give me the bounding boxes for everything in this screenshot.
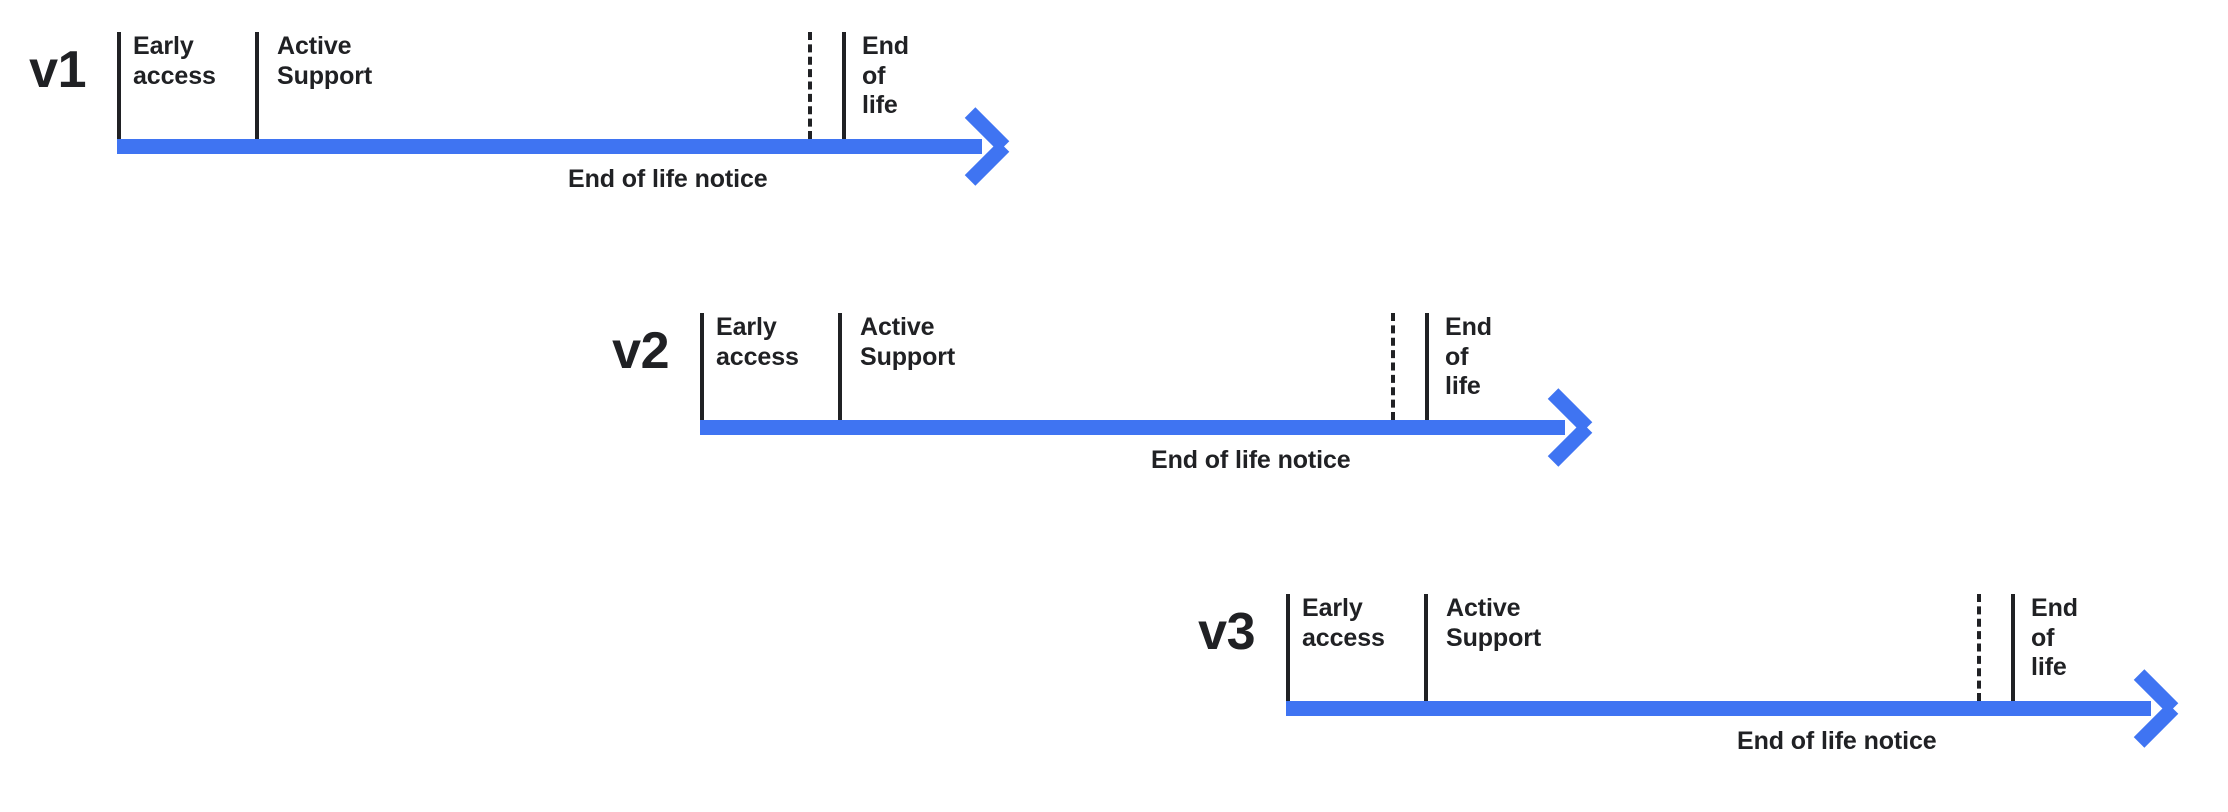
end-of-life-notice-label: End of life notice bbox=[1151, 446, 1351, 474]
phase-label-early-access: Early access bbox=[133, 32, 216, 90]
phase-label-end-of-life: End of life bbox=[2031, 594, 2078, 681]
tick-early-access-start bbox=[1286, 594, 1290, 701]
arrow-barb-down bbox=[964, 107, 1010, 152]
version-label-v1: v1 bbox=[29, 41, 86, 99]
tick-end-of-life-notice-start bbox=[1977, 594, 1981, 701]
tick-end-of-life-start bbox=[842, 32, 846, 139]
tick-end-of-life-start bbox=[1425, 313, 1429, 420]
timeline-arrow-head-icon bbox=[1543, 388, 1593, 467]
phase-label-early-access: Early access bbox=[716, 313, 799, 371]
version-label-v3: v3 bbox=[1198, 603, 1255, 661]
timeline-arrow-head-icon bbox=[2129, 669, 2179, 748]
tick-early-access-start bbox=[700, 313, 704, 420]
arrow-barb-down bbox=[2133, 669, 2179, 714]
timeline-arrow-shaft bbox=[700, 420, 1565, 435]
phase-label-active-support: Active Support bbox=[1446, 594, 1542, 652]
tick-active-support-start bbox=[838, 313, 842, 420]
timeline-arrow-shaft bbox=[117, 139, 982, 154]
arrow-barb-down bbox=[1547, 388, 1593, 433]
tick-end-of-life-start bbox=[2011, 594, 2015, 701]
phase-label-active-support: Active Support bbox=[860, 313, 956, 371]
phase-label-early-access: Early access bbox=[1302, 594, 1385, 652]
end-of-life-notice-label: End of life notice bbox=[568, 165, 768, 193]
tick-active-support-start bbox=[1424, 594, 1428, 701]
phase-label-end-of-life: End of life bbox=[862, 32, 909, 119]
tick-end-of-life-notice-start bbox=[1391, 313, 1395, 420]
timeline-arrow-head-icon bbox=[960, 107, 1010, 186]
timeline-arrow-shaft bbox=[1286, 701, 2151, 716]
tick-active-support-start bbox=[255, 32, 259, 139]
tick-early-access-start bbox=[117, 32, 121, 139]
version-label-v2: v2 bbox=[612, 322, 669, 380]
phase-label-end-of-life: End of life bbox=[1445, 313, 1492, 400]
end-of-life-notice-label: End of life notice bbox=[1737, 727, 1937, 755]
tick-end-of-life-notice-start bbox=[808, 32, 812, 139]
phase-label-active-support: Active Support bbox=[277, 32, 373, 90]
